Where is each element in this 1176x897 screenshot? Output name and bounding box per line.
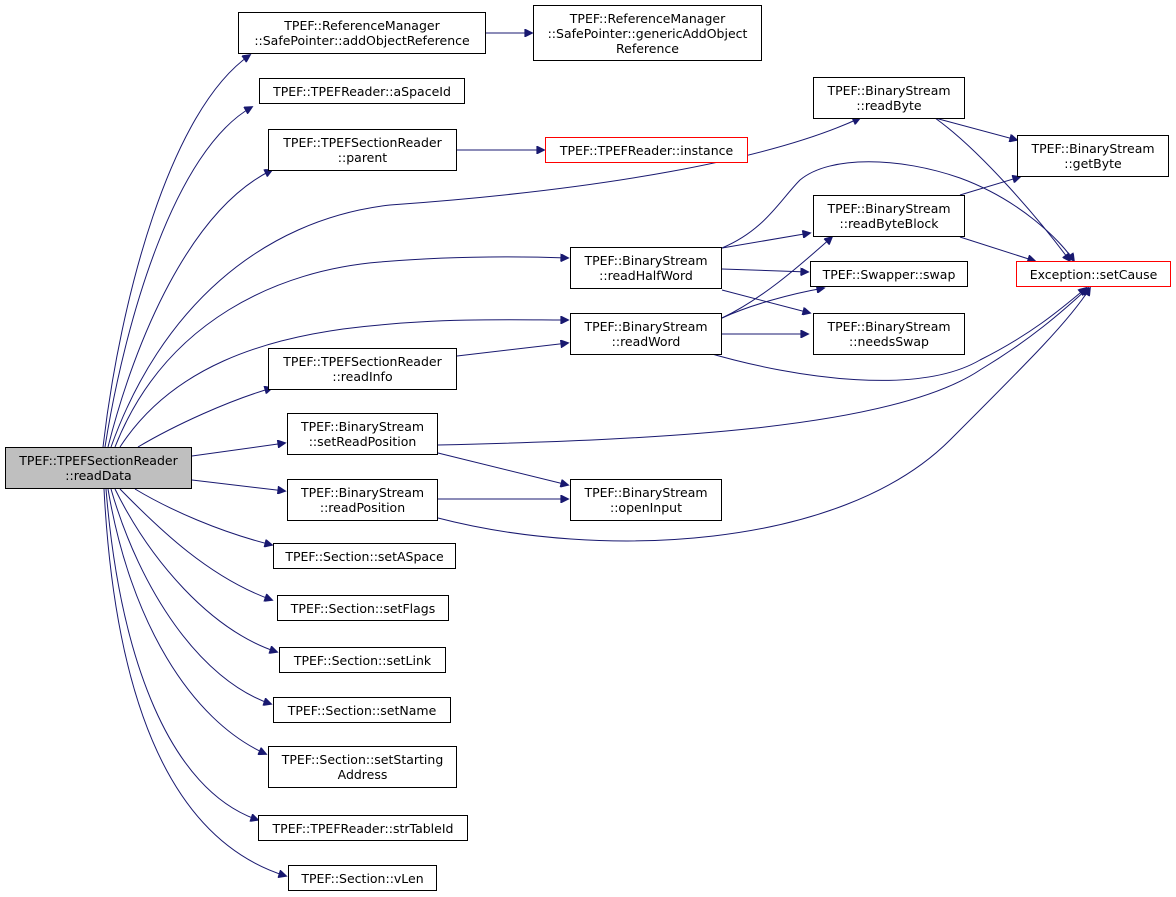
node-needsswap[interactable]: TPEF::BinaryStream ::needsSwap [813,313,965,355]
node-setflags[interactable]: TPEF::Section::setFlags [277,595,449,621]
edge-readword-to-swap [721,288,824,319]
edge-readdata-to-setlink [114,488,277,652]
node-readword[interactable]: TPEF::BinaryStream ::readWord [570,313,722,355]
edge-setreadposition-to-setcause [437,288,1088,446]
edge-readdata-to-setaspace [134,488,272,545]
edge-readinfo-to-readword [456,343,568,357]
edge-readhalfword-to-swap [721,269,808,272]
edge-readdata-to-setname [110,488,271,704]
node-setname[interactable]: TPEF::Section::setName [273,697,451,723]
node-instance[interactable]: TPEF::TPEFReader::instance [545,137,748,163]
edge-readposition-to-setcause [437,288,1090,542]
node-aspaceid[interactable]: TPEF::TPEFReader::aSpaceId [259,78,465,104]
node-vlen[interactable]: TPEF::Section::vLen [288,865,437,891]
edge-readdata-to-parent [107,170,272,448]
edge-readdata-to-readhalfword [114,257,568,448]
edge-readbyteblock-to-getbyte [959,177,1020,196]
node-readinfo[interactable]: TPEF::TPEFSectionReader ::readInfo [268,348,457,390]
node-addobjectreference[interactable]: TPEF::ReferenceManager ::SafePointer::ad… [238,12,486,54]
edge-readdata-to-readinfo [137,388,272,448]
edge-readword-to-setcause [704,288,1086,381]
node-readbyteblock[interactable]: TPEF::BinaryStream ::readByteBlock [813,195,965,237]
edge-readdata-to-setflags [119,488,272,600]
node-readdata[interactable]: TPEF::TPEFSectionReader ::readData [5,447,192,489]
node-setaspace[interactable]: TPEF::Section::setASpace [273,543,456,569]
node-getbyte[interactable]: TPEF::BinaryStream ::getByte [1017,135,1169,177]
edge-readdata-to-readbyte [110,118,860,448]
node-readposition[interactable]: TPEF::BinaryStream ::readPosition [287,479,438,521]
node-setlink[interactable]: TPEF::Section::setLink [279,647,446,673]
edge-readbyte-to-setcause [934,117,1070,261]
edge-readword-to-readbyteblock [721,237,832,319]
edge-readhalfword-to-readbyteblock [721,233,810,249]
edge-readhalfword-to-setcause [721,161,1074,261]
edge-readdata-to-vlen [103,488,286,876]
edge-setreadposition-to-openinput [437,452,568,485]
edge-readdata-to-addobjectreference [102,55,250,448]
node-strtableid[interactable]: TPEF::TPEFReader::strTableId [258,815,468,841]
node-parent[interactable]: TPEF::TPEFSectionReader ::parent [268,129,457,171]
edge-readdata-to-readposition [191,479,285,491]
node-setreadposition[interactable]: TPEF::BinaryStream ::setReadPosition [287,413,438,455]
edge-readdata-to-setreadposition [191,443,285,457]
edge-readdata-to-setstartingaddress [107,488,266,754]
node-setcause[interactable]: Exception::setCause [1016,261,1171,287]
node-swap[interactable]: TPEF::Swapper::swap [810,261,968,287]
edge-readbyteblock-to-setcause [959,236,1035,261]
edge-readbyte-to-getbyte [934,117,1017,140]
edge-readdata-to-aspaceid [104,107,252,448]
node-genericaddobjectreference[interactable]: TPEF::ReferenceManager ::SafePointer::ge… [533,5,762,61]
node-openinput[interactable]: TPEF::BinaryStream ::openInput [570,479,722,521]
node-setstartingaddress[interactable]: TPEF::Section::setStarting Address [268,746,457,788]
edge-readdata-to-strtableid [105,488,258,820]
edge-readdata-to-readword [119,320,568,448]
node-readhalfword[interactable]: TPEF::BinaryStream ::readHalfWord [570,247,722,289]
node-readbyte[interactable]: TPEF::BinaryStream ::readByte [813,77,965,119]
